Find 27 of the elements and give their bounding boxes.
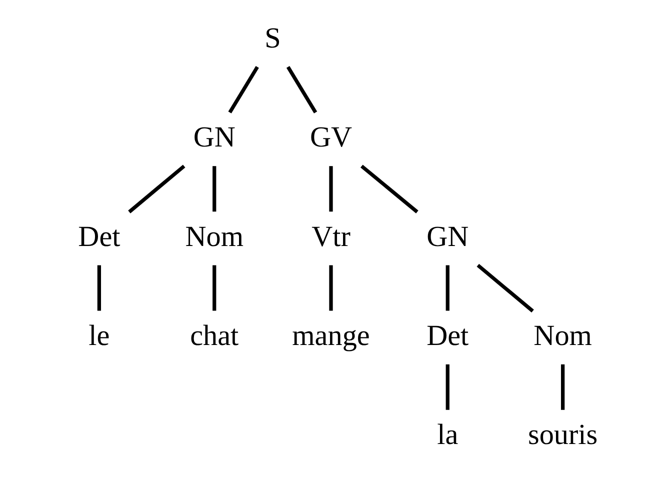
node-text: GN bbox=[426, 220, 468, 253]
connector bbox=[328, 265, 332, 311]
connector bbox=[476, 264, 534, 312]
connector bbox=[445, 364, 449, 410]
node-text: mange bbox=[292, 320, 370, 352]
connector bbox=[96, 265, 101, 311]
node-text: GN bbox=[192, 122, 235, 154]
connector bbox=[286, 66, 317, 114]
connector bbox=[212, 265, 216, 311]
connector bbox=[360, 164, 418, 214]
node-text: S bbox=[264, 22, 280, 55]
node-text: la bbox=[436, 419, 458, 452]
connector bbox=[128, 164, 185, 214]
connector bbox=[228, 66, 258, 114]
node-text: le bbox=[88, 320, 110, 352]
node-text: souris bbox=[527, 419, 598, 452]
connector bbox=[328, 166, 332, 212]
node-text: Det bbox=[426, 320, 468, 352]
node-text: GV bbox=[309, 122, 352, 154]
node-text: chat bbox=[190, 320, 238, 352]
node-text: Nom bbox=[184, 220, 244, 253]
connector bbox=[212, 166, 216, 212]
node-text: Vtr bbox=[311, 220, 350, 253]
connector bbox=[445, 265, 449, 311]
node-text: Nom bbox=[533, 320, 592, 352]
node-text: Det bbox=[78, 220, 120, 253]
connector bbox=[560, 364, 564, 410]
